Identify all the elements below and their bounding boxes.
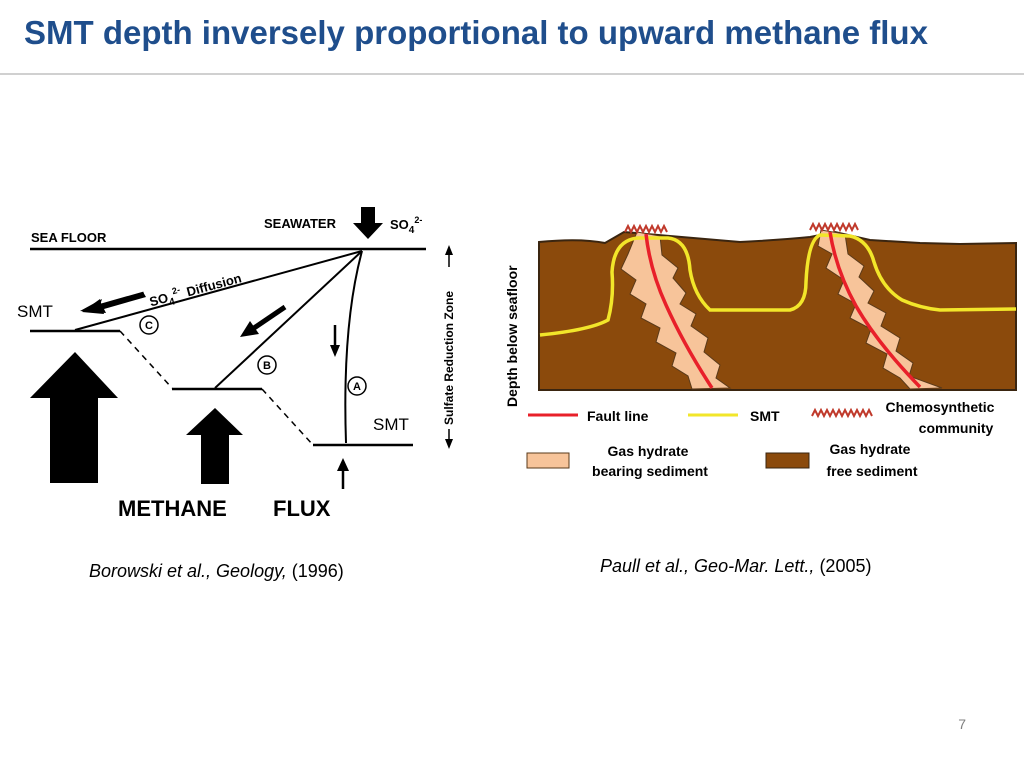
smt-line xyxy=(539,233,1017,337)
borowski-diagram: SEAWATER SO42- SEA FLOOR SO42-Diffusion … xyxy=(17,207,457,521)
legend-smt-label: SMT xyxy=(750,408,780,424)
svg-text:SO42-Diffusion: SO42-Diffusion xyxy=(147,268,244,313)
slide-title: SMT depth inversely proportional to upwa… xyxy=(24,14,928,51)
label-a-circle xyxy=(347,376,367,396)
profile-line-a xyxy=(344,250,363,444)
sulfate-zone-arrow-down-icon xyxy=(445,439,453,449)
caption-paull-source: Paull et al., Geo-Mar. Lett., xyxy=(600,556,815,576)
paull-diagram: Depth below seafloor Fault line SMT Chem… xyxy=(504,221,1017,479)
seawater-label: SEAWATER xyxy=(264,216,337,231)
legend-gh-free-swatch xyxy=(765,452,810,469)
caption-paull: Paull et al., Geo-Mar. Lett., (2005) xyxy=(600,556,871,577)
so4-label: SO42- xyxy=(390,215,422,236)
fault-line-1 xyxy=(644,233,714,389)
legend-chemo-swatch xyxy=(811,407,873,419)
title-divider xyxy=(0,73,1024,75)
seawater-arrow-icon xyxy=(353,207,383,239)
label-b-circle xyxy=(257,355,277,375)
caption-borowski-source: Borowski et al., Geology, xyxy=(89,561,287,581)
diffusion-arrow-head-icon xyxy=(82,299,104,314)
sulfate-zone-label-bg xyxy=(441,267,457,429)
profile-line-b xyxy=(214,250,363,389)
page-number: 7 xyxy=(958,716,966,732)
depth-axis-label: Depth below seafloor xyxy=(504,265,520,407)
chemosynthetic-community-2 xyxy=(809,221,859,233)
diffusion-arrow-shaft xyxy=(97,291,145,310)
legend-gh-bearing-label-2: bearing sediment xyxy=(592,463,708,479)
methane-arrow-large-icon xyxy=(30,352,118,483)
label-a: A xyxy=(353,381,361,393)
profile-line-c xyxy=(74,250,363,331)
gas-hydrate-bearing-plume-2 xyxy=(817,229,943,390)
legend-chemo-label-2: community xyxy=(919,420,994,436)
caption-borowski-year: (1996) xyxy=(286,561,344,581)
label-c-circle xyxy=(139,315,159,335)
caption-paull-year: (2005) xyxy=(814,556,872,576)
sulfate-zone-label: Sulfate Reduction Zone xyxy=(442,291,456,425)
diffusion-label: SO42-Diffusion xyxy=(147,268,244,313)
legend-gh-free-label-2: free sediment xyxy=(826,463,917,479)
smt-dash-ba xyxy=(261,388,314,446)
caption-borowski: Borowski et al., Geology, (1996) xyxy=(89,561,344,582)
methane-label: METHANE xyxy=(118,496,227,521)
smt-label-left: SMT xyxy=(17,302,53,321)
sulfate-zone-arrow-up-icon xyxy=(445,245,453,255)
legend-gh-bearing-swatch xyxy=(526,452,570,469)
label-c: C xyxy=(145,320,153,332)
fault-line-2 xyxy=(828,231,922,389)
legend-gh-free-label-1: Gas hydrate xyxy=(830,441,911,457)
b-arrow-shaft xyxy=(252,304,287,331)
chemosynthetic-community-1 xyxy=(624,223,668,235)
legend-gh-bearing-label-1: Gas hydrate xyxy=(608,443,689,459)
sea-floor-label: SEA FLOOR xyxy=(31,230,107,245)
legend-fault-label: Fault line xyxy=(587,408,649,424)
a-arrow-head-icon xyxy=(330,345,340,357)
methane-arrow-small-icon xyxy=(337,458,349,471)
flux-label: FLUX xyxy=(273,496,331,521)
gas-hydrate-bearing-plume-1 xyxy=(620,231,732,390)
legend-chemo-label-1: Chemosynthetic xyxy=(886,399,995,415)
smt-dash-cb xyxy=(119,330,173,389)
methane-arrow-medium-icon xyxy=(186,408,243,484)
label-b: B xyxy=(263,360,271,372)
smt-label-right: SMT xyxy=(373,415,409,434)
b-arrow-head-icon xyxy=(240,321,259,337)
